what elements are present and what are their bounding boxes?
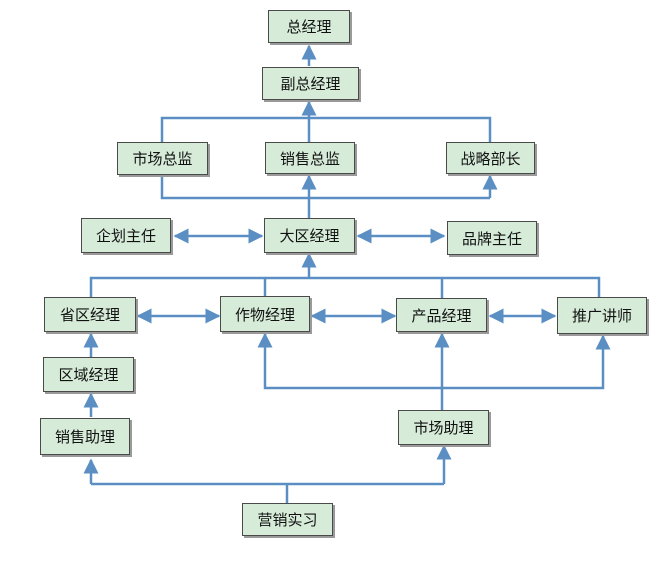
connector-directors-top [160, 116, 492, 142]
connector-managers-top [89, 276, 601, 298]
node-area-manager: 区域经理 [43, 357, 134, 392]
node-marketing-assistant: 市场助理 [398, 410, 489, 445]
node-planning-supervisor: 企划主任 [81, 218, 171, 253]
node-sales-assistant: 销售助理 [40, 418, 130, 455]
node-strategy-head: 战略部长 [446, 142, 535, 174]
node-marketing-director: 市场总监 [117, 142, 208, 175]
node-brand-supervisor: 品牌主任 [447, 221, 537, 255]
node-regional-manager: 大区经理 [264, 218, 355, 253]
node-deputy-general-manager: 副总经理 [262, 67, 359, 100]
connector-crop-lecturer-loop [257, 332, 611, 390]
node-crop-manager: 作物经理 [220, 296, 310, 332]
node-promotion-lecturer: 推广讲师 [557, 297, 647, 334]
node-provincial-manager: 省区经理 [44, 297, 136, 332]
connector-directors-bottom [160, 175, 490, 200]
node-sales-director: 销售总监 [265, 142, 355, 174]
node-marketing-intern: 营销实习 [242, 503, 333, 536]
node-general-manager: 总经理 [268, 10, 350, 43]
node-product-manager: 产品经理 [396, 298, 487, 332]
